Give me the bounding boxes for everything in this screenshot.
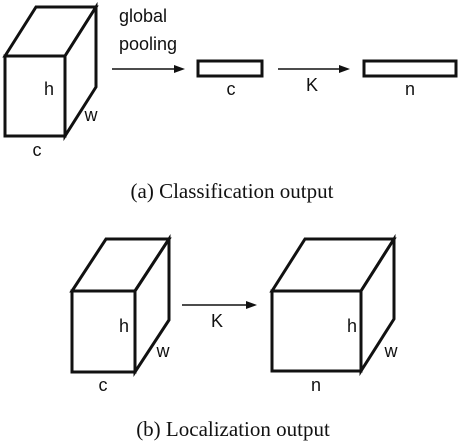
output-vector-bar: [362, 59, 458, 78]
cube-a-front-face: [3, 54, 67, 138]
cube-b-input-height-label: h: [119, 316, 129, 336]
global-pooling-label-line1: global: [119, 6, 167, 26]
kernel-arrow-b: [182, 301, 257, 309]
cube-b-output-channels-label: n: [311, 375, 321, 395]
cube-b-input-channels-label: c: [99, 375, 108, 395]
cube-a-width-label: w: [84, 105, 99, 125]
caption-a: (a) Classification output: [131, 179, 334, 203]
cube-a-channels-label: c: [33, 140, 42, 160]
kernel-label-a: K: [306, 75, 318, 95]
panel-a-input-volume: h w c: [2, 1, 99, 160]
kernel-label-b: K: [211, 311, 223, 331]
pooled-vector-label: c: [227, 79, 236, 99]
cube-b-output-width-label: w: [384, 341, 399, 361]
cube-a-height-label: h: [44, 79, 54, 99]
cube-b-input-side-face: [133, 233, 171, 378]
kernel-arrow-a: [278, 65, 350, 73]
panel-b-input-volume: h w c: [69, 233, 172, 395]
output-vector-label: n: [405, 79, 415, 99]
pooled-vector-bar: [196, 59, 264, 78]
pooling-arrow: [112, 65, 185, 73]
panel-a-classification: h w c global pooling c K n (a) Classific…: [2, 1, 458, 203]
kernel-arrow-b-head: [246, 301, 257, 309]
panel-b-output-volume: h w n: [269, 233, 399, 395]
caption-b: (b) Localization output: [136, 417, 330, 441]
kernel-arrow-a-head: [339, 65, 350, 73]
cube-b-output-height-label: h: [347, 316, 357, 336]
cube-a-side-face: [63, 1, 98, 142]
pooling-arrow-head: [174, 65, 185, 73]
panel-b-localization: h w c K h w n (b) Localization output: [69, 233, 399, 441]
global-pooling-label-line2: pooling: [119, 34, 177, 54]
cube-b-output-side-face: [359, 233, 396, 377]
cube-b-input-width-label: w: [156, 341, 171, 361]
